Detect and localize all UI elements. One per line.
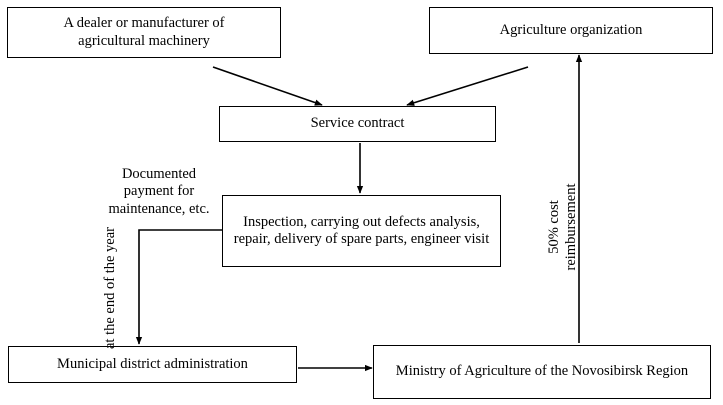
node-dealer-label: A dealer or manufacturer of agricultural… bbox=[63, 15, 225, 49]
node-dealer: A dealer or manufacturer of agricultural… bbox=[7, 7, 281, 58]
arrow-dealer-to-contract bbox=[212, 66, 323, 106]
edge-label-documented-payment: Documented payment for maintenance, etc. bbox=[108, 166, 210, 217]
node-inspection: Inspection, carrying out defects analysi… bbox=[222, 195, 501, 267]
arrow-agriculture-to-contract bbox=[406, 66, 529, 106]
node-ministry-label: Ministry of Agriculture of the Novosibir… bbox=[395, 363, 689, 380]
edge-label-reimbursement: 50% cost reimbursement bbox=[546, 173, 582, 281]
node-municipal-administration: Municipal district administration bbox=[8, 346, 297, 383]
edge-label-end-of-year-text: at the end of the year bbox=[102, 227, 118, 349]
node-municipal-administration-label: Municipal district administration bbox=[57, 355, 248, 372]
edge-label-reimbursement-text: 50% cost reimbursement bbox=[546, 183, 580, 271]
node-agriculture-organization: Agriculture organization bbox=[429, 7, 713, 54]
node-service-contract-label: Service contract bbox=[310, 115, 405, 132]
edge-label-end-of-year: at the end of the year bbox=[102, 223, 138, 353]
node-agriculture-organization-label: Agriculture organization bbox=[499, 21, 643, 38]
node-inspection-label: Inspection, carrying out defects analysi… bbox=[233, 213, 490, 247]
arrow-inspection-to-municipal bbox=[135, 229, 222, 345]
node-service-contract: Service contract bbox=[219, 106, 496, 142]
node-ministry: Ministry of Agriculture of the Novosibir… bbox=[373, 345, 711, 399]
